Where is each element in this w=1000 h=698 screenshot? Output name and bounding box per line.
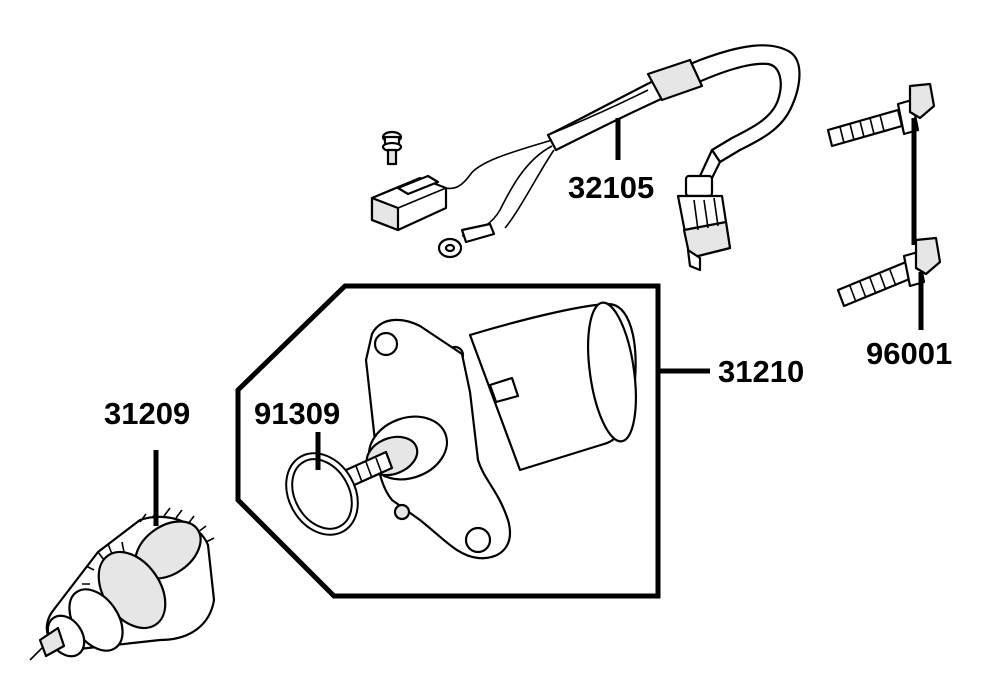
wiring-harness[interactable] [370,44,801,272]
starter-motor[interactable] [344,300,644,560]
harness-connector-left [370,174,448,232]
part-label-91309: 91309 [254,396,340,431]
leader-96001 [911,118,924,330]
harness-connector-right [676,174,732,272]
assembly-outline [235,283,661,599]
part-label-31209: 31209 [104,396,190,431]
harness-screw [381,130,403,166]
flange-bolt-lower[interactable] [836,236,942,308]
o-ring[interactable] [276,444,368,543]
part-label-31210: 31210 [718,354,804,389]
ring-terminal [437,222,496,259]
part-label-96001: 96001 [866,336,952,371]
flange-bolt-upper[interactable] [826,82,936,148]
part-label-32105: 32105 [568,170,654,205]
starter-clutch-drive[interactable] [29,507,216,663]
